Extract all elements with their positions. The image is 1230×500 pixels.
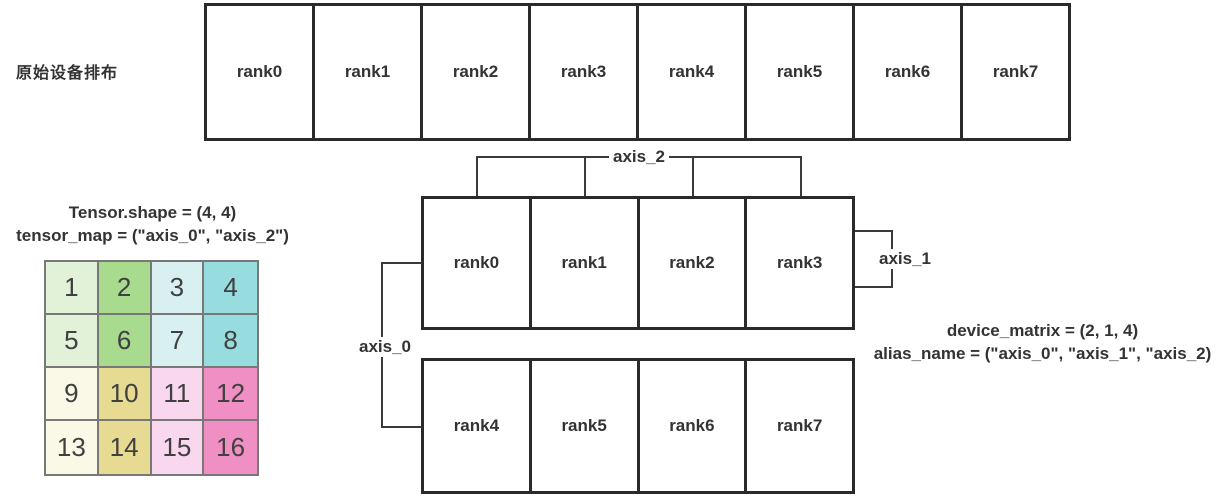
rank-box: rank6: [640, 361, 748, 491]
rank-box: rank0: [207, 6, 315, 138]
tensor-caption: Tensor.shape = (4, 4) tensor_map = ("axi…: [0, 201, 305, 247]
axis-2-bracket-tick: [692, 156, 694, 196]
axis-1-bracket-tick: [855, 286, 893, 288]
axis-0-bracket-tick: [381, 262, 422, 264]
tensor-cell: 4: [204, 262, 257, 315]
device-matrix-annotation-line2: alias_name = ("axis_0", "axis_1", "axis_…: [873, 344, 1212, 363]
rank-box: rank1: [532, 199, 640, 327]
axis-0-bracket-tick: [381, 426, 422, 428]
tensor-cell: 16: [204, 421, 257, 474]
tensor-map-line: tensor_map = ("axis_0", "axis_2"): [16, 226, 289, 245]
device-matrix-row-1: rank0 rank1 rank2 rank3: [421, 196, 855, 330]
original-device-row: rank0 rank1 rank2 rank3 rank4 rank5 rank…: [204, 3, 1071, 141]
tensor-cell: 5: [46, 315, 99, 368]
axis-1-label: axis_1: [875, 249, 935, 269]
tensor-cell: 7: [151, 315, 205, 368]
rank-box: rank3: [531, 6, 639, 138]
original-layout-label: 原始设备排布: [16, 65, 119, 82]
tensor-cell: 8: [204, 315, 257, 368]
tensor-cell: 14: [98, 421, 152, 474]
tensor-cell: 11: [151, 368, 205, 421]
tensor-cell: 6: [98, 315, 152, 368]
device-matrix-annotation-line1: device_matrix = (2, 1, 4): [946, 321, 1139, 340]
rank-box: rank7: [776, 416, 823, 435]
rank-box: rank5: [532, 361, 640, 491]
rank-box: rank4: [639, 6, 747, 138]
axis-2-bracket-tick: [476, 156, 478, 196]
axis-2-bracket-tick: [800, 156, 802, 196]
axis-2-bracket-tick: [584, 156, 586, 196]
device-matrix-annotation: device_matrix = (2, 1, 4) alias_name = (…: [855, 319, 1230, 365]
tensor-cell: 10: [98, 368, 152, 421]
axis-2-label: axis_2: [609, 147, 669, 167]
tensor-cell: 3: [151, 262, 205, 315]
rank-box: rank2: [423, 6, 531, 138]
tensor-cell: 12: [204, 368, 257, 421]
tensor-shape-line: Tensor.shape = (4, 4): [68, 203, 237, 222]
axis-0-label: axis_0: [355, 337, 415, 357]
rank-box: rank0: [424, 199, 532, 327]
rank-box: rank3: [776, 253, 823, 272]
rank-box: rank5: [747, 6, 855, 138]
tensor-cell: 15: [151, 421, 205, 474]
tensor-grid: 1 2 3 4 5 6 7 8 9 10 11 12 13 14 15 16: [44, 260, 259, 476]
rank-box: rank7: [992, 62, 1039, 81]
tensor-cell: 2: [98, 262, 152, 315]
tensor-cell: 13: [46, 421, 99, 474]
device-matrix-row-2: rank4 rank5 rank6 rank7: [421, 358, 855, 494]
rank-box: rank4: [424, 361, 532, 491]
rank-box: rank6: [855, 6, 963, 138]
axis-1-bracket-tick: [855, 230, 893, 232]
tensor-cell: 1: [46, 262, 99, 315]
tensor-cell: 9: [46, 368, 99, 421]
rank-box: rank1: [315, 6, 423, 138]
rank-box: rank2: [640, 199, 748, 327]
